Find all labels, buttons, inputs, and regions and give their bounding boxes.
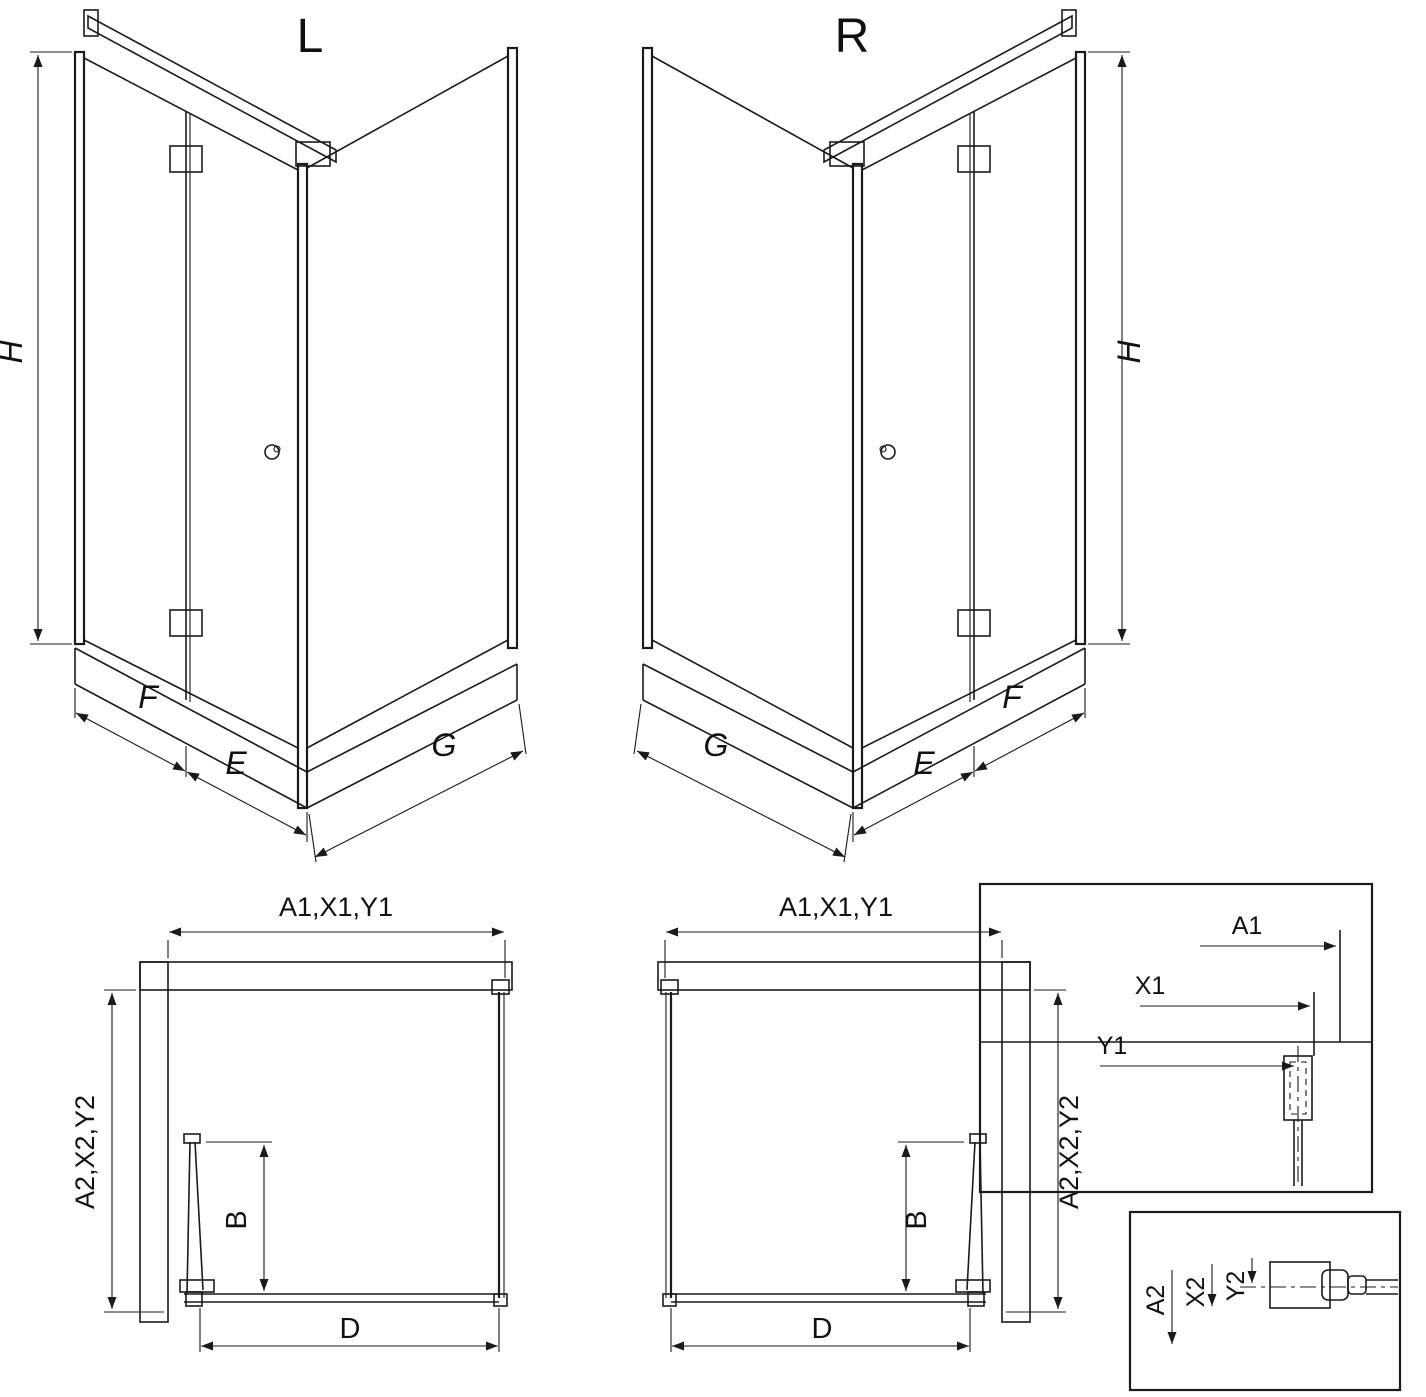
dim-label-e-left: E [225, 745, 247, 781]
view-right-title: R [835, 10, 870, 63]
detail-bottom-geometry [1128, 1210, 1402, 1392]
plan-left-d-dim: D [340, 1313, 361, 1345]
dim-label-g-left: G [432, 727, 457, 763]
detail-bottom-y2: Y2 [1222, 1271, 1250, 1302]
dim-label-f-left: F [138, 679, 160, 715]
detail-top-a1: A1 [1232, 912, 1263, 940]
detail-top-y1: Y1 [1097, 1032, 1128, 1060]
detail-top-geometry [978, 882, 1374, 1194]
dim-label-height-left: H [0, 340, 29, 364]
dim-label-e-right: E [913, 745, 935, 781]
plan-left-top-dim: A1,X1,Y1 [279, 892, 393, 922]
plan-right-geometry [658, 932, 1066, 1352]
view-left-title: L [297, 10, 324, 63]
plan-left-b-dim: B [221, 1210, 253, 1229]
dim-label-height-right: H [1111, 340, 1147, 364]
detail-bottom-x2: X2 [1182, 1277, 1210, 1308]
detail-top-x1: X1 [1135, 972, 1166, 1000]
dim-label-f-right: F [1002, 679, 1024, 715]
plan-right-top-dim: A1,X1,Y1 [779, 892, 893, 922]
plan-left-side-dim: A2,X2,Y2 [70, 1095, 100, 1209]
plan-right-side-dim: A2,X2,Y2 [1054, 1095, 1084, 1209]
plan-right-d-dim: D [812, 1313, 833, 1345]
plan-left-geometry [104, 932, 512, 1352]
dim-label-g-right: G [704, 727, 729, 763]
plan-right-b-dim: B [901, 1210, 933, 1229]
detail-bottom-a2: A2 [1142, 1285, 1170, 1316]
